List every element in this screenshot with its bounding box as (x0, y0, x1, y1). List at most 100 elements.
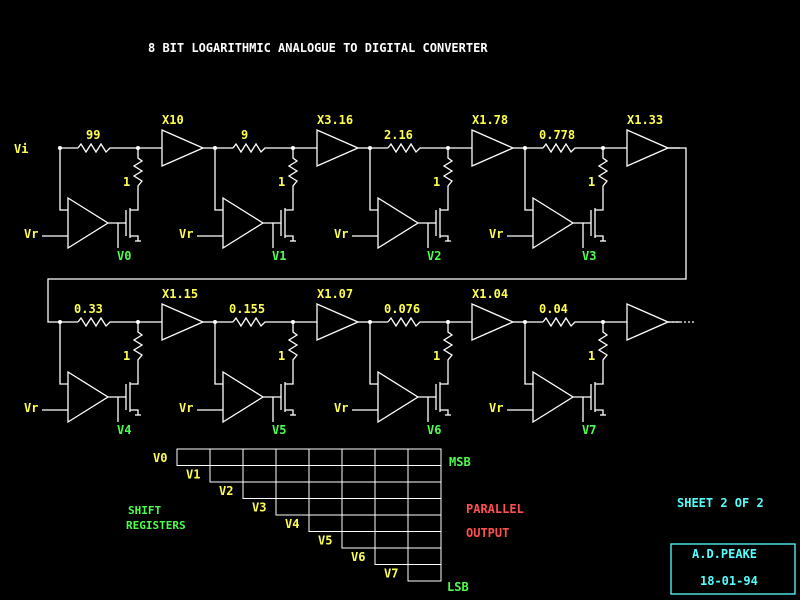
vr-label: Vr (24, 401, 38, 415)
resistor-value: 0.33 (74, 302, 103, 316)
bridge-resistor (440, 322, 454, 385)
bridge-value: 1 (588, 349, 595, 363)
comparator (222, 196, 265, 250)
comparator (377, 370, 420, 424)
vr-label: Vr (24, 227, 38, 241)
diagram-title: 8 BIT LOGARITHMIC ANALOGUE TO DIGITAL CO… (148, 41, 488, 55)
register-label: V5 (318, 534, 332, 548)
row-link-wire (47, 147, 687, 323)
gain-label: X1.33 (627, 113, 663, 127)
input-vi-label: Vi (14, 142, 28, 156)
bit-label: V5 (272, 423, 286, 437)
bit-label: V0 (117, 249, 131, 263)
comparator (532, 196, 575, 250)
series-resistor (387, 142, 472, 154)
lsb-label: LSB (447, 580, 469, 594)
register-row (341, 531, 442, 549)
register-label: V7 (384, 567, 398, 581)
vr-label: Vr (489, 401, 503, 415)
bridge-value: 1 (588, 175, 595, 189)
author-label: A.D.PEAKE (692, 547, 757, 561)
parallel-label: PARALLEL (466, 502, 524, 516)
bridge-value: 1 (123, 175, 130, 189)
series-resistor (77, 316, 162, 328)
resistor-value: 0.778 (539, 128, 575, 142)
vr-label: Vr (179, 401, 193, 415)
comparator (532, 370, 575, 424)
resistor-value: 2.16 (384, 128, 413, 142)
series-resistor (542, 316, 627, 328)
gain-amplifier (626, 129, 670, 167)
bridge-resistor (130, 322, 144, 385)
bridge-value: 1 (433, 175, 440, 189)
register-label: V4 (285, 517, 299, 531)
bit-label: V1 (272, 249, 286, 263)
resistor-value: 0.155 (229, 302, 265, 316)
shift-label-1: SHIFT (128, 504, 161, 517)
gain-label: X1.78 (472, 113, 508, 127)
comparator (67, 370, 110, 424)
gain-amplifier (161, 303, 205, 341)
bridge-value: 1 (123, 349, 130, 363)
vr-label: Vr (489, 227, 503, 241)
bit-label: V6 (427, 423, 441, 437)
vr-label: Vr (179, 227, 193, 241)
register-label: V6 (351, 550, 365, 564)
comparator (67, 196, 110, 250)
bit-label: V2 (427, 249, 441, 263)
series-resistor (232, 316, 317, 328)
bridge-resistor (130, 148, 144, 211)
bridge-resistor (595, 148, 609, 211)
bit-label: V3 (582, 249, 596, 263)
bridge-resistor (440, 148, 454, 211)
bridge-resistor (285, 322, 299, 385)
register-label: V2 (219, 484, 233, 498)
series-resistor (77, 142, 162, 154)
vr-label: Vr (334, 227, 348, 241)
gain-label: X1.07 (317, 287, 353, 301)
register-label: V3 (252, 501, 266, 515)
comparator (377, 196, 420, 250)
gain-label: X3.16 (317, 113, 353, 127)
output-label: OUTPUT (466, 526, 509, 540)
series-resistor (542, 142, 627, 154)
register-row (275, 498, 442, 516)
msb-label: MSB (449, 455, 471, 469)
comparator (222, 370, 265, 424)
sheet-label: SHEET 2 OF 2 (677, 496, 764, 510)
series-resistor (387, 316, 472, 328)
bit-label: V7 (582, 423, 596, 437)
title-block (670, 543, 796, 595)
gain-amplifier (626, 303, 670, 341)
gain-amplifier (471, 303, 515, 341)
bit-label: V4 (117, 423, 131, 437)
converter-circuit: 99X10VrV019X3.16VrV112.16X1.78VrV210.778… (24, 113, 680, 437)
gain-label: X10 (162, 113, 184, 127)
register-label: V1 (186, 468, 200, 482)
gain-amplifier (161, 129, 205, 167)
bridge-value: 1 (433, 349, 440, 363)
bridge-resistor (285, 148, 299, 211)
gain-label: X1.04 (472, 287, 508, 301)
resistor-value: 9 (241, 128, 248, 142)
shift-label-2: REGISTERS (126, 519, 186, 532)
gain-amplifier (316, 129, 360, 167)
series-resistor (232, 142, 317, 154)
date-label: 18-01-94 (700, 574, 758, 588)
gain-amplifier (316, 303, 360, 341)
register-label: V0 (153, 451, 167, 465)
register-row (209, 465, 442, 483)
resistor-value: 0.04 (539, 302, 568, 316)
resistor-value: 0.076 (384, 302, 420, 316)
gain-label: X1.15 (162, 287, 198, 301)
